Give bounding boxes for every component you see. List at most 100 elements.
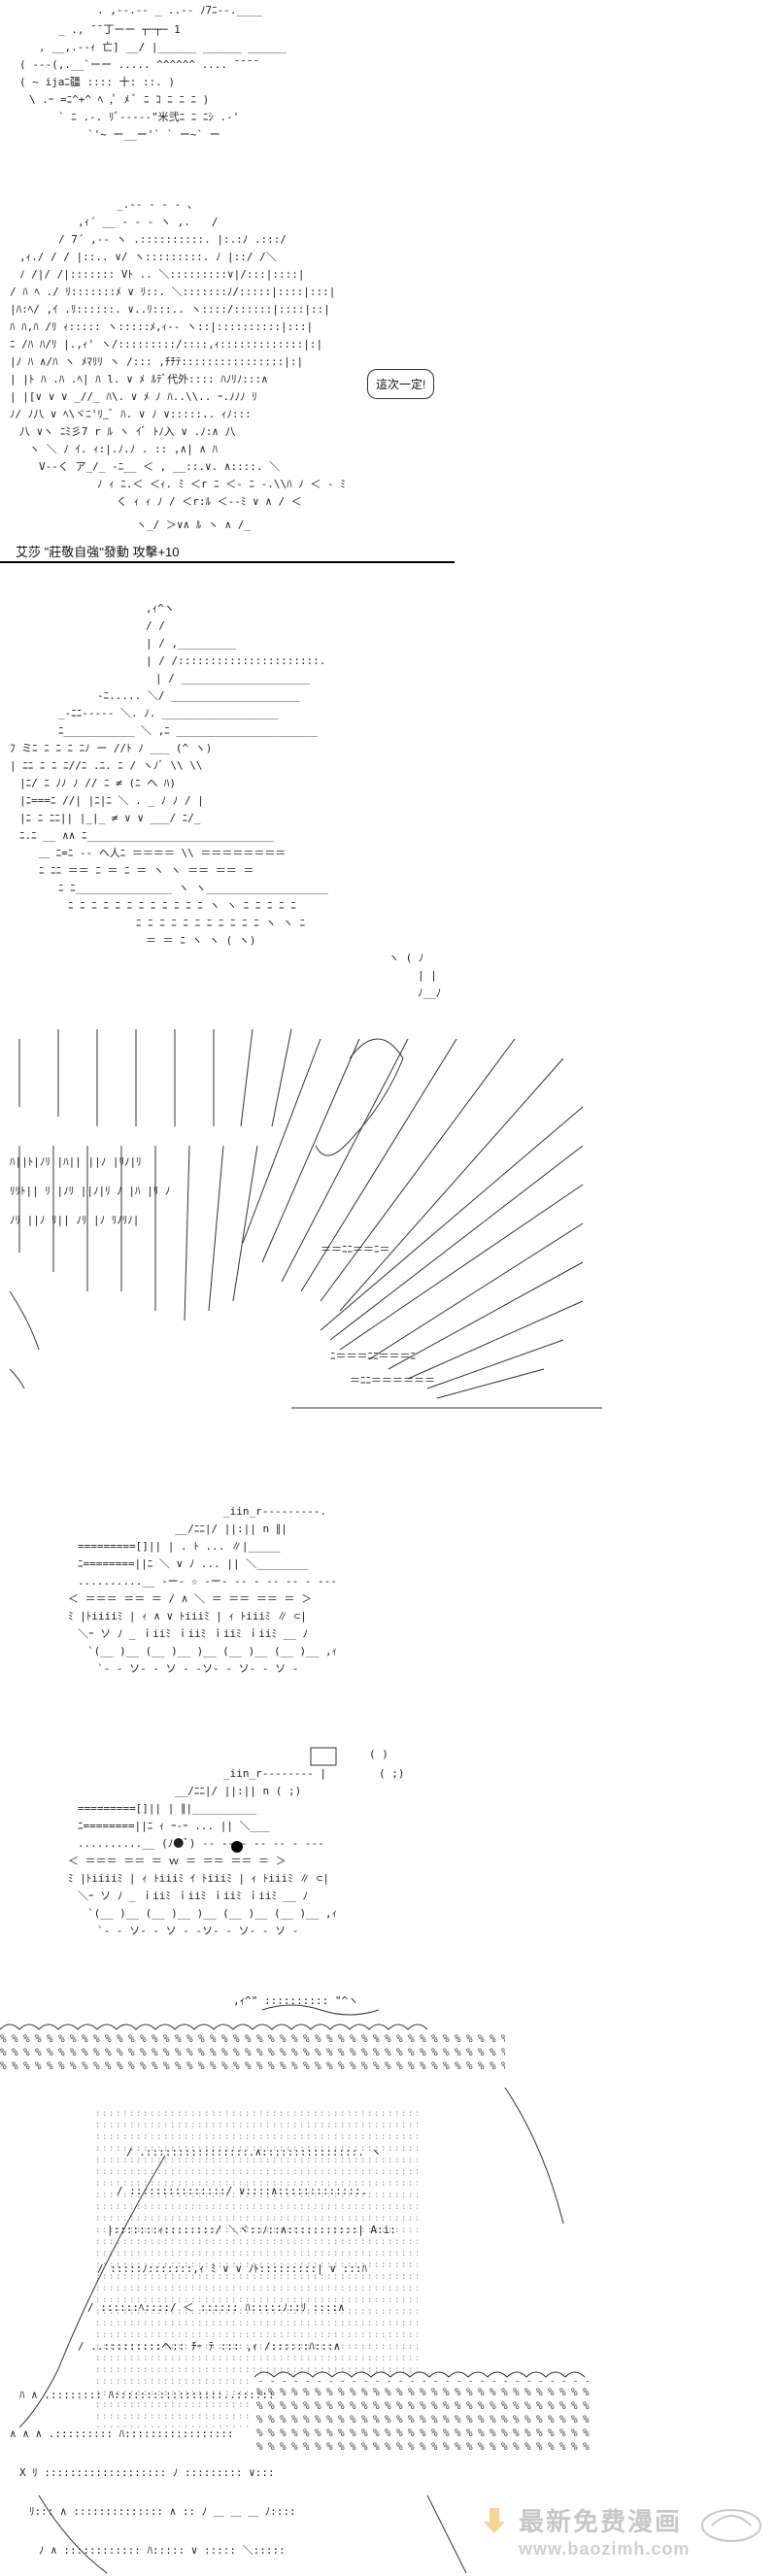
svg-text:\ .ｰ =ﾆ^+^ ﾍ ,ﾟ ﾒ ﾞ ﾆ ｺ ﾆ ﾆ ﾆ: \ .ｰ =ﾆ^+^ ﾍ ,ﾟ ﾒ ﾞ ﾆ ｺ ﾆ ﾆ ﾆ ) bbox=[29, 93, 209, 106]
svg-text:__/ﾆﾆ|/ ||:|| n ∥|: __/ﾆﾆ|/ ||:|| n ∥| bbox=[175, 1522, 287, 1535]
svg-text:__/ﾆﾆ|/ ||:|| n ( ;): __/ﾆﾆ|/ ||:|| n ( ;) bbox=[175, 1785, 301, 1797]
svg-text:_-ﾆﾆ----- ＼. ﾉ. ____________: _-ﾆﾆ----- ＼. ﾉ. __________________ bbox=[58, 707, 279, 719]
svg-text:ﾆ ﾆ ﾆ ﾆ ﾆ ﾆ ﾆ ﾆ ﾆ ﾆ ﾆ ﾆ ヽ ヽ: ﾆ ﾆ ﾆ ﾆ ﾆ ﾆ ﾆ ﾆ ﾆ ﾆ ﾆ ﾆ ヽ ヽ ﾆ ﾆ ﾆ ﾆ ﾆ bbox=[68, 899, 296, 912]
ascii-art-portrait: _.-‐ ‐ ‐ ‐ 、 ,ｨ´ __ ‐ ‐ ‐ ヽ ,. / / 7´ ,-… bbox=[10, 198, 346, 508]
svg-text:＝ﾆﾆ＝＝＝＝＝＝: ＝ﾆﾆ＝＝＝＝＝＝ bbox=[350, 1374, 435, 1387]
svg-text:ﾆ ﾆﾆ ＝＝ ﾆ ＝ ﾆ ＝ ヽ ヽ ＝＝ ＝＝ ＝: ﾆ ﾆﾆ ＝＝ ﾆ ＝ ﾆ ＝ ヽ ヽ ＝＝ ＝＝ ＝ bbox=[39, 864, 253, 877]
svg-text:ﾆ ﾆ_______________ ヽ ヽ______: ﾆ ﾆ_______________ ヽ ヽ__________________… bbox=[58, 882, 328, 894]
watermark-logo-icon bbox=[701, 2509, 761, 2542]
svg-text:/ 7´ ,-‐ ヽ .::::::::::. |:.:ﾉ: / 7´ ,-‐ ヽ .::::::::::. |:.:ﾉ .:::/ bbox=[58, 233, 287, 246]
svg-text:. ,--.-- _ ..-- ﾉ7ﾆ--.____: . ,--.-- _ ..-- ﾉ7ﾆ--.____ bbox=[97, 4, 262, 17]
ascii-art-character-banner: % : ,ｨ^" :::::::::: "^ヽ / .:::::::::::::… bbox=[0, 1994, 592, 2574]
svg-text:/ /: / / bbox=[146, 619, 165, 632]
svg-text:, __,.--ｨ 亡] __/ |______ ___: , __,.--ｨ 亡] __/ |______ ______ ______ bbox=[39, 40, 287, 53]
svg-text:ﾉ/ ﾉ八 ∨ ﾍ\ヾﾆ'ﾘ_ﾞ ﾊ. ∨ ﾉ: ﾉ/ ﾉ八 ∨ ﾍ\ヾﾆ'ﾘ_ﾞ ﾊ. ∨ ﾉ ∨:::::.. ｨﾉ::: bbox=[10, 408, 252, 420]
watermark-brand: 最新免费漫画 bbox=[519, 2507, 683, 2536]
ascii-art-tank-top: . ,--.-- _ ..-- ﾉ7ﾆ--.____ _ ., ̄ ̄ 丁ーー … bbox=[19, 4, 287, 141]
svg-text:/ .::::::::::::::::.∧:::::::::: / .::::::::::::::::.∧:::::::::::::::. ヽ bbox=[126, 2146, 382, 2158]
svg-text:( ): ( ) bbox=[369, 1748, 388, 1760]
svg-text:-ﾆ..... ＼/ __________________: -ﾆ..... ＼/ ____________________ bbox=[97, 689, 300, 702]
svg-text:|ﾊ:ﾍ/ ,ｲ .ﾘ::::::. ∨..ﾘ:::..: |ﾊ:ﾍ/ ,ｲ .ﾘ::::::. ∨..ﾘ:::.. ヽ::::/:::::… bbox=[10, 303, 330, 316]
svg-text:ヽ_/ ＞∨∧ ﾙ ヽ ∧ /_: ヽ_/ ＞∨∧ ﾙ ヽ ∧ /_ bbox=[136, 519, 251, 531]
svg-text:ﾆ ﾆ ﾆ ﾆ ﾆ ﾆ ﾆ ﾆ ﾆ ﾆ ﾆ ヽ ヽ ﾆ: ﾆ ﾆ ﾆ ﾆ ﾆ ﾆ ﾆ ﾆ ﾆ ﾆ ﾆ ヽ ヽ ﾆ bbox=[136, 917, 305, 929]
svg-text:ﾆ /ﾊ ﾊ/ﾘ |.,ｨ' ヽ/:::::::::/::: ﾆ /ﾊ ﾊ/ﾘ |.,ｨ' ヽ/:::::::::/::::,ｨ:::::::… bbox=[10, 338, 322, 351]
svg-text:＼ｰ ソ ﾉ _ ｉiiﾐ ｉiiﾐ ｉiiﾐ ｉi: ＼ｰ ソ ﾉ _ ｉiiﾐ ｉiiﾐ ｉiiﾐ ｉiiﾐ __ ﾉ bbox=[78, 1890, 308, 1902]
svg-text:ﾊ ∧ .:::::::: ﾊ::::::::::::::: ﾊ ∧ .:::::::: ﾊ:::::::::::::::::..:::::: bbox=[19, 2389, 275, 2401]
ascii-art-tank-hit: ( ) ( ;) _iin_r‐‐‐‐‐‐‐‐ | __/ﾆﾆ|/ ||:|| … bbox=[68, 1747, 405, 1937]
panel-caption: ヽ_/ ＞∨∧ ﾙ ヽ ∧ /_ 艾莎 "莊敬自強"發動 攻擊+10 bbox=[0, 515, 777, 573]
svg-text:＿ ﾆ=ﾆ -- ヘ人ﾆ ＝＝＝＝ \\ ＝＝＝＝＝＝: ＿ ﾆ=ﾆ -- ヘ人ﾆ ＝＝＝＝ \\ ＝＝＝＝＝＝＝＝ bbox=[39, 847, 286, 859]
svg-text:く ｨ ｨ ﾉ / ＜r:ﾙ ＜--ﾐ ∨ ∧: く ｨ ｨ ﾉ / ＜r:ﾙ ＜--ﾐ ∨ ∧ / ＜ bbox=[117, 495, 302, 508]
svg-text:| |ﾄ ﾊ .ﾊ .ﾍ| ﾊ l. ∨ ﾒ ﾙﾃﾞ: | |ﾄ ﾊ .ﾊ .ﾍ| ﾊ l. ∨ ﾒ ﾙﾃﾞ代外:::: ﾊﾉﾘﾉ:::… bbox=[10, 373, 268, 385]
svg-text:ﾆ＝＝＝ﾆﾆ＝＝＝ﾆ: ﾆ＝＝＝ﾆﾆ＝＝＝ﾆ bbox=[330, 1350, 416, 1362]
svg-text:X ﾘ ::::::::::::::::::: ﾉ ::::: X ﾘ ::::::::::::::::::: ﾉ ::::::::: ∨::: bbox=[19, 2466, 275, 2479]
svg-text:( ~ ijaﾆ疆 :::: 十: ::.: ( ~ ijaﾆ疆 :::: 十: ::. ) bbox=[19, 75, 175, 88]
svg-text:|ﾉ ﾊ ∧/ﾊ ヽ ﾒﾏﾘﾘ ヽ /::: ,ﾁﾁﾃ:::: |ﾉ ﾊ ∧/ﾊ ヽ ﾒﾏﾘﾘ ヽ /::: ,ﾁﾁﾃ:::::::::::::… bbox=[10, 355, 303, 368]
svg-text:ﾉ ｨ ﾆ.＜ ＜ｨ. ﾐ ＜r ﾆ ＜‐ ﾆ ‐.\\: ﾉ ｨ ﾆ.＜ ＜ｨ. ﾐ ＜r ﾆ ＜‐ ﾆ ‐.\\ﾊ ﾉ ＜ ‐ ﾐ bbox=[97, 478, 346, 490]
impact-rays: ﾊ||ﾄ|ﾉﾘ |ﾊ|| ||ﾉ |ﾘﾉ|ﾘ ﾘﾘﾄ|| ﾘ |ﾉﾘ ||ﾉ|ﾘ… bbox=[9, 1028, 602, 1409]
svg-text:| / ,_________: | / ,_________ bbox=[146, 637, 236, 650]
svg-text:|ﾆ===ﾆ //| |ﾆ|ﾆ ＼ . _ ﾉ ﾉ: |ﾆ===ﾆ //| |ﾆ|ﾆ ＼ . _ ﾉ ﾉ / | bbox=[19, 794, 204, 807]
svg-text:ﾉ__ﾉ: ﾉ__ﾉ bbox=[418, 987, 441, 999]
svg-text:,ｨ´ __ ‐ ‐ ‐ ヽ ,. /: ,ｨ´ __ ‐ ‐ ‐ ヽ ,. / bbox=[78, 216, 218, 228]
svg-text:`(__ )__ (__ )__ )__ (__ )__ (: `(__ )__ (__ )__ )__ (__ )__ (__ )__ ,ｨ bbox=[87, 1645, 337, 1657]
panel-tank-firing: _iin_r‐‐‐‐‐‐‐‐‐. __/ﾆﾆ|/ ||:|| n ∥| ====… bbox=[0, 1486, 777, 1728]
svg-text:`‐ ‐ ソ‐ ‐ ソ ‐ ‐ソ‐ ‐ ソ‐ ‐ ソ ‐: `‐ ‐ ソ‐ ‐ ソ ‐ ‐ソ‐ ‐ ソ‐ ‐ ソ ‐ bbox=[97, 1924, 298, 1937]
svg-text:| / ____________________: | / ____________________ bbox=[155, 672, 310, 685]
watermark: 最新免费漫画 www.baozimh.com bbox=[474, 2498, 765, 2566]
svg-text:_.-‐ ‐ ‐ ‐ 、: _.-‐ ‐ ‐ ‐ 、 bbox=[117, 198, 198, 211]
svg-text:ﾆ========||ﾆ ＼ ∨ ﾉ ... ||: ﾆ========||ﾆ ＼ ∨ ﾉ ... || ＼________ bbox=[78, 1557, 309, 1570]
svg-text:| ﾆﾆ ﾆ ﾆ ﾆ//ﾆ .ﾆ. ﾆ / ヽﾉﾞ: | ﾆﾆ ﾆ ﾆ ﾆ//ﾆ .ﾆ. ﾆ / ヽﾉﾞ \\ \\ bbox=[10, 759, 202, 772]
svg-text:＜ ＝＝＝ ＝＝ ＝ / ∧ ＼ ＝ ＝＝ ＝＝ ＝: ＜ ＝＝＝ ＝＝ ＝ / ∧ ＼ ＝ ＝＝ ＝＝ ＝ ＞ bbox=[68, 1592, 312, 1605]
skill-caption: 艾莎 "莊敬自強"發動 攻擊+10 bbox=[16, 545, 180, 559]
svg-text:_ ., ̄ ̄ 丁ーー ┬─┬─ 1: _ ., ̄ ̄ 丁ーー ┬─┬─ 1 bbox=[58, 23, 181, 36]
svg-text:ﾉ ∧ :::::::::::: ﾊ::::: ∨ ::: ﾉ ∧ :::::::::::: ﾊ::::: ∨ ::::: ＼::::: bbox=[39, 2544, 286, 2557]
svg-text:＝ ＝ ﾆ ヽ ヽ ( ヽ): ＝ ＝ ﾆ ヽ ヽ ( ヽ) bbox=[146, 934, 255, 947]
svg-text:ﾊ||ﾄ|ﾉﾘ |ﾊ|| ||ﾉ |ﾘﾉ|ﾘ: ﾊ||ﾄ|ﾉﾘ |ﾊ|| ||ﾉ |ﾘﾉ|ﾘ bbox=[10, 1155, 142, 1168]
svg-text:,ｨ^ヽ: ,ｨ^ヽ bbox=[146, 602, 175, 615]
svg-text:ヽ ( ﾉ: ヽ ( ﾉ bbox=[388, 952, 423, 964]
svg-text:| |: | | bbox=[418, 969, 437, 982]
svg-text:ﾉ /|/ /|::::::: Vﾄ .. ＼:::::: ﾉ /|/ /|::::::: Vﾄ .. ＼:::::::::∨|/:::|:… bbox=[19, 268, 305, 281]
svg-text:/ ::::::ﾍ::::/ ＜ :::::: ﾊ:::: / ::::::ﾍ::::/ ＜ :::::: ﾊ:::::ﾉ::ﾘ ::::∧ bbox=[87, 2301, 345, 2314]
svg-text:＼ｰ ソ ﾉ _ ｉiiﾐ ｉiiﾐ ｉiiﾐ ｉi: ＼ｰ ソ ﾉ _ ｉiiﾐ ｉiiﾐ ｉiiﾐ ｉiiﾐ __ ﾉ bbox=[78, 1627, 308, 1640]
svg-text:∧ ∧ ∧ .::::::::: ﾊ::::::::::::: ∧ ∧ ∧ .::::::::: ﾊ::::::::::::::::: bbox=[10, 2427, 234, 2440]
svg-text:( ;): ( ;) bbox=[379, 1767, 405, 1780]
svg-text:ﾐ |ﾄiiiiﾐ | ｨ ∧ ∨ ﾄiiiﾐ |: ﾐ |ﾄiiiiﾐ | ｨ ∧ ∨ ﾄiiiﾐ | ｨ ﾄiiiﾐ ∥ ⊂| bbox=[68, 1610, 307, 1623]
svg-text:`(__ )__ (__ )__ )__ (__ )__ (: `(__ )__ (__ )__ )__ (__ )__ (__ )__ ,ｨ bbox=[87, 1907, 337, 1920]
svg-text:ﾘﾘﾄ|| ﾘ |ﾉﾘ ||ﾉ|ﾘ ﾉ |ﾊ |ﾘ ﾉ: ﾘﾘﾄ|| ﾘ |ﾉﾘ ||ﾉ|ﾘ ﾉ |ﾊ |ﾘ ﾉ bbox=[10, 1185, 170, 1197]
svg-text:八 ∨ヽ ﾆﾐ彡7 r ﾙ ヽ ｲﾞ ﾄﾉ入 ∨: 八 ∨ヽ ﾆﾐ彡7 r ﾙ ヽ ｲﾞ ﾄﾉ入 ∨ .ﾉ:∧ 八 bbox=[19, 425, 236, 438]
svg-text:/ ﾊ ﾍ ./ ﾘ:::::::ﾒ ∨ ﾘ::. ＼::: / ﾊ ﾍ ./ ﾘ:::::::ﾒ ∨ ﾘ::. ＼:::::::ﾉ/::::… bbox=[10, 285, 335, 298]
svg-text:_iin_r‐‐‐‐‐‐‐‐‐.: _iin_r‐‐‐‐‐‐‐‐‐. bbox=[223, 1505, 326, 1518]
svg-text:V‐‐く ア_/_ ‐ﾆ__ ＜ , __::.∨: V‐‐く ア_/_ ‐ﾆ__ ＜ , __::.∨. ∧::::. ＼ bbox=[39, 460, 280, 473]
panel-portrait: _.-‐ ‐ ‐ ‐ 、 ,ｨ´ __ ‐ ‐ ‐ ヽ ,. / / 7´ ,-… bbox=[0, 194, 777, 515]
svg-text:ﾊ ﾊ,ﾊ /ﾘ ｨ::::: ヽ:::::ﾒ,ｨ-‐: ﾊ ﾊ,ﾊ /ﾘ ｨ::::: ヽ:::::ﾒ,ｨ-‐ ヽ::|::::::::… bbox=[10, 320, 313, 333]
svg-text:ﾘ::: ∧ :::::::::::::: ∧ :: ﾉ ＿: ﾘ::: ∧ :::::::::::::: ∧ :: ﾉ ＿ ＿ ＿ ﾉ:::: bbox=[29, 2505, 296, 2518]
svg-text:| / /::::::::::::::::::::::.: | / /::::::::::::::::::::::. bbox=[146, 654, 325, 667]
svg-text:/ ..:::::::::ヘ:: ﾁｰ ﾃ ::: ,ｨ: / ..:::::::::ヘ:: ﾁｰ ﾃ ::: ,ｨ /::::::ﾊ:::… bbox=[78, 2340, 340, 2353]
svg-text:|ﾆ/ ﾆ ﾉﾉ ﾉ // ﾆ ≠ (ﾆ ヘ: |ﾆ/ ﾆ ﾉﾉ ﾉ // ﾆ ≠ (ﾆ ヘ ﾊ) bbox=[19, 777, 176, 789]
svg-text:`'~ ー__ー'` ` ー~` ー: `'~ ー__ー'` ` ー~` ー bbox=[87, 128, 220, 141]
svg-text:/ :::::ﾉ:::::::,ｨ ﾐ ∨ ∨ ﾉﾄ:::: / :::::ﾉ:::::::,ｨ ﾐ ∨ ∨ ﾉﾄ:::::::::| ∨ :… bbox=[97, 2262, 368, 2275]
svg-text:`‐ ‐ ソ‐ ‐ ソ ‐ ‐ソ‐ ‐ ソ‐ ‐ ソ ‐: `‐ ‐ ソ‐ ‐ ソ ‐ ‐ソ‐ ‐ ソ‐ ‐ ソ ‐ bbox=[97, 1662, 298, 1675]
svg-text:,ｨ./ / / |::.. ∨/ ヽ:::::::: ,ｨ./ / / |::.. ∨/ ヽ:::::::::. ﾉ |::/ /＼ bbox=[19, 251, 277, 263]
speech-bubble: 這次一定! bbox=[367, 369, 435, 399]
svg-text:＝＝ﾆﾆ＝＝ﾆ＝: ＝＝ﾆﾆ＝＝ﾆ＝ bbox=[321, 1243, 390, 1255]
panel-swing: ,ｨ^ヽ / / | / ,_________ | / /:::::::::::… bbox=[0, 583, 777, 1000]
svg-text:..........__ (ﾉ●ﾞ) ‐‐ ‐‐ ‐ ‐: ..........__ (ﾉ●ﾞ) ‐‐ ‐‐ ‐ ‐‐ ‐‐ ‐ ‐‐‐ bbox=[78, 1837, 324, 1850]
panel-impact: ﾊ||ﾄ|ﾉﾘ |ﾊ|| ||ﾉ |ﾘﾉ|ﾘ ﾘﾘﾄ|| ﾘ |ﾉﾘ ||ﾉ|ﾘ… bbox=[0, 1000, 777, 1486]
svg-text:ヽ ＼ ﾉ ｲ. ｨ:|.ﾉ.ﾉ . :: ,: ヽ ＼ ﾉ ｲ. ｨ:|.ﾉ.ﾉ . :: ,∧| ∧ ﾊ bbox=[29, 443, 219, 455]
caption-divider bbox=[0, 561, 455, 563]
svg-text:ﾌ ミﾆ ﾆ ﾆ ﾆ ﾆﾉ ー //ﾄ ﾉ ___: ﾌ ミﾆ ﾆ ﾆ ﾆ ﾆﾉ ー //ﾄ ﾉ ___ (^ ヽ) bbox=[10, 742, 212, 754]
watermark-url: www.baozimh.com bbox=[519, 2539, 691, 2559]
svg-text:|ﾆ ﾆ ﾆﾆ|| |_|_ ≠ ∨ ∨ ___/ ﾆ: |ﾆ ﾆ ﾆﾆ|| |_|_ ≠ ∨ ∨ ___/ ﾆ/_ bbox=[19, 812, 201, 824]
impact-ascii: ﾊ||ﾄ|ﾉﾘ |ﾊ|| ||ﾉ |ﾘﾉ|ﾘ ﾘﾘﾄ|| ﾘ |ﾉﾘ ||ﾉ|ﾘ… bbox=[10, 1155, 435, 1387]
svg-text:ﾆ========||ﾆ ｨ ｰ-ｰ ... ||: ﾆ========||ﾆ ｨ ｰ-ｰ ... || ＼___ bbox=[78, 1820, 270, 1832]
svg-text:| |[∨ ∨ ∨ _//_ ﾊ\. ∨ ﾒ ﾉ ﾊ..: | |[∨ ∨ ∨ _//_ ﾊ\. ∨ ﾒ ﾉ ﾊ..\\.. ｰ.ﾉﾉﾉ ﾘ bbox=[10, 390, 257, 403]
svg-text:ﾆ___________ ＼ ,ﾆ _________: ﾆ___________ ＼ ,ﾆ ______________________ bbox=[58, 724, 318, 737]
svg-text:,ｨ^" :::::::::: "^ヽ: ,ｨ^" :::::::::: "^ヽ bbox=[233, 1994, 358, 2007]
svg-text:=========[]|| | . ﾄ ...: =========[]|| | . ﾄ ... ∥|_____ bbox=[78, 1540, 281, 1553]
svg-text:ﾐ |ﾄiiiiﾐ | ｨ ﾄiiiﾐ ｲ ﾄiiiﾐ: ﾐ |ﾄiiiiﾐ | ｨ ﾄiiiﾐ ｲ ﾄiiiﾐ | ｨ ﾄiiiﾐ ∥ … bbox=[68, 1872, 329, 1885]
ascii-art-swing: ,ｨ^ヽ / / | / ,_________ | / /:::::::::::… bbox=[10, 602, 441, 999]
